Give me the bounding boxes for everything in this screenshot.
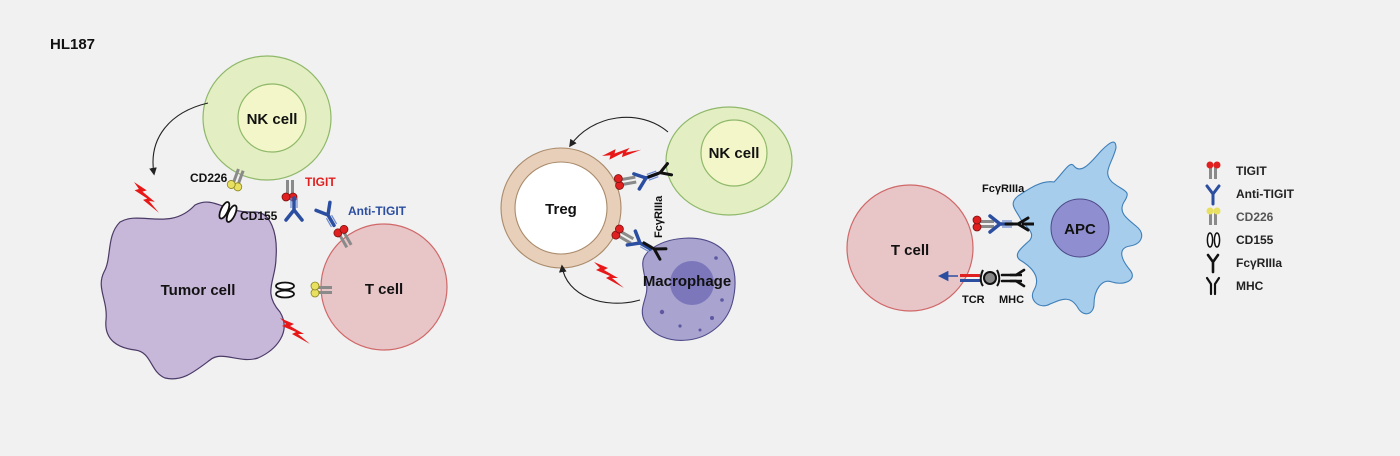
nk-cell-2-label: NK cell bbox=[709, 145, 760, 162]
apc-label: APC bbox=[1064, 221, 1096, 238]
t-cell-label: T cell bbox=[365, 281, 403, 298]
panel-2-treg-depletion: Macrophage Treg NK cell FcγRIIIa bbox=[500, 106, 793, 341]
legend-item-cd155: CD155 bbox=[1206, 232, 1274, 248]
mhc-icon bbox=[1205, 276, 1221, 296]
fcgr-label-panel2: FcγRIIIa bbox=[653, 195, 665, 238]
tcr-molecule-red bbox=[960, 274, 980, 277]
legend-label-cd155: CD155 bbox=[1236, 233, 1274, 247]
mhc-label: MHC bbox=[999, 294, 1024, 306]
nk-to-treg-arrow bbox=[569, 116, 669, 148]
panel-3-apc-tcell: APC T cell FcγRIIIa TCR MHC bbox=[846, 141, 1143, 315]
kill-bolt-treg-lower bbox=[594, 262, 624, 288]
legend-label-fcgr: FcγRIIIa bbox=[1236, 256, 1282, 270]
anti-tigit-icon bbox=[1205, 184, 1221, 206]
cd155-label: CD155 bbox=[240, 209, 278, 223]
treg-inner bbox=[514, 161, 608, 255]
apc-nucleus bbox=[1050, 198, 1110, 258]
macrophage-label: Macrophage bbox=[643, 273, 731, 290]
mhc-molecule bbox=[1000, 268, 1026, 288]
antigen-peptide bbox=[983, 271, 997, 285]
legend-item-fcgr: FcγRIIIa bbox=[1206, 253, 1282, 274]
anti-tigit-label: Anti-TIGIT bbox=[348, 204, 407, 218]
tcr-molecule-blue bbox=[960, 279, 980, 282]
anti-tigit-bound bbox=[314, 200, 343, 232]
kill-bolt-lower bbox=[280, 318, 310, 344]
figure-title: HL187 bbox=[50, 36, 96, 53]
legend-label-mhc: MHC bbox=[1236, 279, 1264, 293]
legend-item-anti-tigit: Anti-TIGIT bbox=[1205, 184, 1295, 206]
nk-cell-2-nucleus bbox=[700, 119, 768, 187]
tumor-cell-label: Tumor cell bbox=[161, 282, 236, 299]
kill-bolt-upper bbox=[129, 182, 164, 213]
legend-item-mhc: MHC bbox=[1205, 276, 1264, 296]
t-cell-3-label: T cell bbox=[891, 242, 929, 259]
panel-1-nk-tumor-tcell: Tumor cell NK cell T cell CD226 CD155 TI… bbox=[100, 55, 448, 380]
cd155-molecule-contact bbox=[275, 281, 295, 299]
nk-to-tumor-arrow bbox=[149, 102, 209, 176]
cd226-icon bbox=[1206, 207, 1221, 225]
legend-label-anti-tigit: Anti-TIGIT bbox=[1236, 187, 1295, 201]
nk-cell-nucleus bbox=[237, 83, 307, 153]
cd226-label: CD226 bbox=[190, 171, 228, 185]
legend-label-cd226: CD226 bbox=[1236, 210, 1274, 224]
legend-label-tigit: TIGIT bbox=[1236, 164, 1267, 178]
kill-bolt-treg-upper bbox=[602, 133, 642, 173]
macrophage-to-treg-arrow bbox=[559, 264, 641, 304]
legend-item-cd226: CD226 bbox=[1206, 207, 1274, 225]
tigit-icon bbox=[1206, 161, 1221, 179]
fcgr-icon bbox=[1206, 253, 1220, 274]
nk-cell-label: NK cell bbox=[247, 111, 298, 128]
treg-label: Treg bbox=[545, 201, 577, 218]
legend-item-tigit: TIGIT bbox=[1206, 161, 1267, 179]
legend: TIGIT Anti-TIGIT CD226 CD155 bbox=[1205, 161, 1295, 296]
cd155-icon bbox=[1206, 232, 1221, 248]
tigit-label: TIGIT bbox=[305, 175, 336, 189]
anti-tigit-treg-upper bbox=[632, 164, 662, 191]
macrophage-nucleus bbox=[670, 261, 714, 305]
tcr-label: TCR bbox=[962, 294, 985, 306]
fcgr-label-panel3: FcγRIIIa bbox=[982, 183, 1025, 195]
anti-tigit-free bbox=[284, 196, 304, 222]
